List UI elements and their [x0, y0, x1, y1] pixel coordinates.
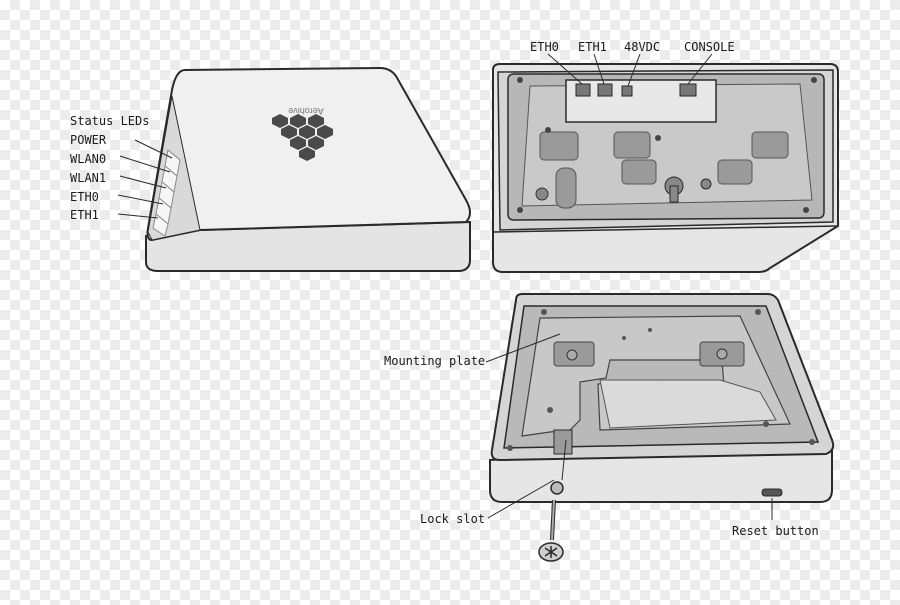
48vdc-port-label: 48VDC: [624, 40, 661, 54]
keyhole-mount: [664, 176, 712, 203]
reset-button-slot: [761, 488, 783, 497]
lock-slot-label: Lock slot: [420, 512, 486, 526]
mounting-plate-label: Mounting plate: [384, 354, 486, 368]
status-leds-label: Status LEDs: [70, 114, 150, 128]
security-screw-icon: [538, 499, 564, 562]
eth0-port-label: ETH0: [530, 40, 559, 54]
brand-logo: Aerohive: [272, 106, 333, 161]
power-led-label: POWER: [70, 133, 107, 147]
access-point-rear: [492, 53, 839, 273]
eth0-led-label: ETH0: [70, 190, 99, 204]
eth0-port: [575, 83, 591, 97]
access-point-mounted: [485, 293, 835, 562]
eth1-port: [597, 83, 613, 97]
console-port-label: CONSOLE: [684, 40, 735, 54]
lock-slot-tab: [553, 429, 573, 455]
access-point-front: Aerohive: [117, 66, 471, 272]
reset-button-label: Reset button: [732, 524, 819, 538]
eth1-port-label: ETH1: [578, 40, 607, 54]
mount-leader-lines: [485, 333, 773, 520]
dc-power-jack: [621, 85, 633, 97]
brand-text: Aerohive: [288, 106, 324, 116]
port-leader-lines: [547, 53, 713, 87]
led-leader-lines: [117, 139, 173, 219]
hexagon-logo-icon: [272, 114, 333, 161]
lock-slot-hole: [550, 481, 564, 495]
eth1-led-label: ETH1: [70, 208, 99, 222]
status-led-strip: [152, 149, 181, 237]
wlan1-led-label: WLAN1: [70, 171, 107, 185]
wlan0-led-label: WLAN0: [70, 152, 107, 166]
console-port: [679, 83, 697, 97]
